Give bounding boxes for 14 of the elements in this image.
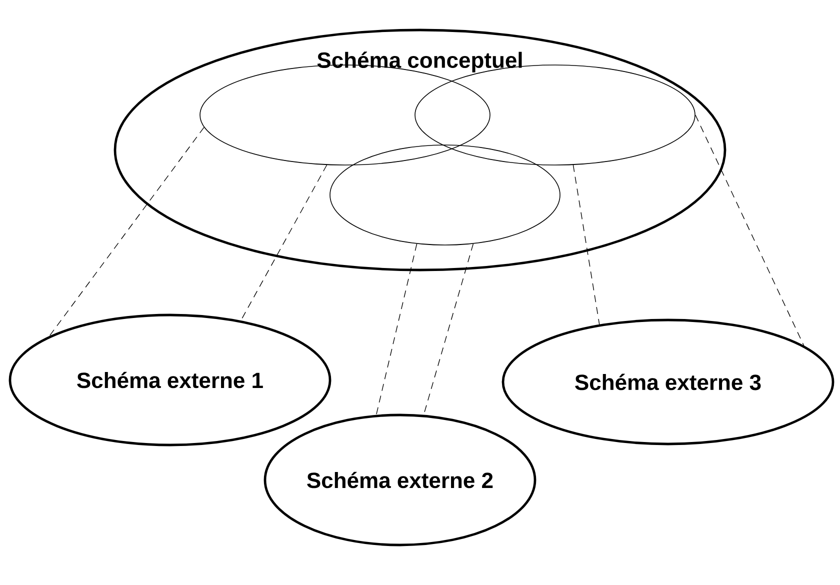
external-schema-ellipse <box>8 314 332 446</box>
schema-label: Schéma externe 1 <box>77 372 263 388</box>
dashed-line <box>376 244 418 416</box>
external-schema-ellipse <box>264 414 536 546</box>
schema-label: Schéma externe 3 <box>575 374 761 390</box>
dashed-line <box>240 164 328 321</box>
dashed-line <box>572 164 600 325</box>
external-schema-ellipse <box>502 318 834 446</box>
view-ellipse <box>330 144 560 246</box>
schema-label: Schéma conceptuel <box>317 52 522 72</box>
dashed-line <box>49 126 204 336</box>
conceptual-schema-ellipse <box>114 28 726 272</box>
schema-label: Schéma externe 2 <box>307 472 493 488</box>
dashed-line <box>695 114 804 346</box>
